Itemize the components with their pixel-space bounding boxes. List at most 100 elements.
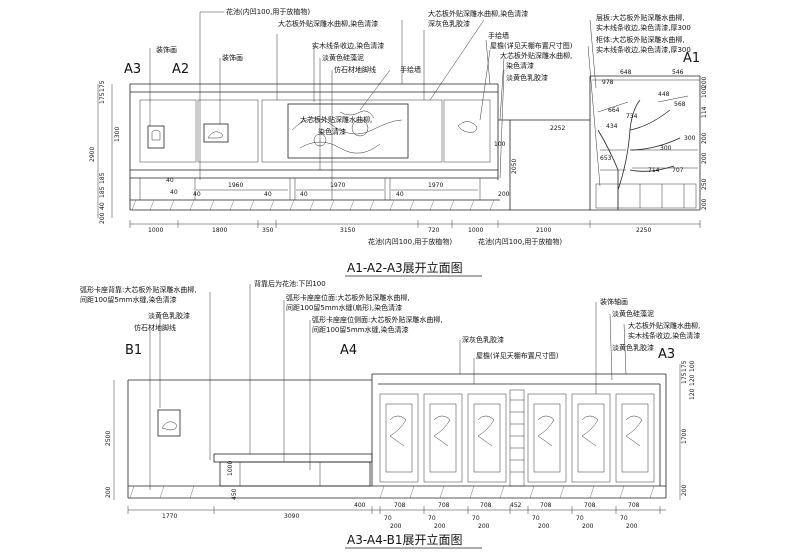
note-diatom-mud-b: 淡黄色硅藻泥: [612, 309, 654, 318]
dim-sub-10: 200: [582, 523, 594, 530]
dim-shelf-200c: 200: [701, 152, 708, 164]
dim-bottom-lower-8: 708: [540, 502, 552, 509]
dim-left-3: 1300: [114, 127, 121, 142]
dim-shelf-200a: 200: [701, 76, 708, 88]
dim-left-7: 40: [99, 202, 106, 210]
dim-left-6: 185: [99, 186, 106, 198]
dim-shelf-648: 648: [620, 69, 632, 76]
left-dimension-chain: 175 175 1300 2900 185 185 40 200: [89, 80, 121, 224]
inner-dimensions: 1960 1970 1970 40 40 40 40 40 40 200 100…: [166, 125, 565, 198]
dim-shelf-300a: 300: [660, 145, 672, 152]
dim-bottom-1: 1000: [148, 227, 163, 234]
note-clear-lacquer-c: 染色清漆: [506, 61, 534, 70]
dim-sub-1: 70: [384, 515, 392, 522]
wall-outline-lower: [127, 373, 667, 499]
bottom-elevation: B1 A4 A3: [80, 279, 700, 549]
dim-left-1: 175: [99, 80, 106, 92]
dim-shelf-114: 114: [701, 106, 708, 118]
grid-label-a4: A4: [340, 343, 357, 358]
dim-bottom-5: 720: [428, 227, 440, 234]
dim-sub-3: 70: [428, 515, 436, 522]
shelf-dimensions: 648 546 978 664 568 448 434 734 653 714 …: [592, 69, 708, 210]
dim-inner-40e: 40: [300, 191, 308, 198]
material-notes: 花池(内凹100,用于放植物) 装饰画 装饰画 大芯板外贴深雕水曲柳,染色清漆 …: [156, 7, 691, 246]
grid-label-a2: A2: [172, 62, 189, 77]
dim-shelf-546: 546: [672, 69, 684, 76]
note-stone-baseboard-a: 仿石材地脚线: [334, 65, 376, 74]
dim-inner-lower-450: 450: [231, 488, 238, 500]
note-cabinet-body-1: 柜体:大芯板外贴深雕水曲柳,: [596, 35, 685, 44]
bottom-drawing-title: A3-A4-B1展开立面图: [347, 532, 463, 547]
note-eave-b: 屋檐(详见天棚布置尺寸图): [476, 351, 559, 360]
dim-right-lower-7: 120: [689, 388, 696, 400]
dim-shelf-200d: 200: [701, 198, 708, 210]
dim-bottom-8: 2250: [636, 227, 651, 234]
dim-sub-7: 70: [532, 515, 540, 522]
dim-shelf-978: 978: [602, 79, 614, 86]
dim-bottom-lower-3: 400: [354, 502, 366, 509]
note-shelf-board-2: 实木线条收边,染色清漆,厚300: [596, 23, 691, 32]
dim-bottom-7: 2100: [536, 227, 551, 234]
dim-left-8: 200: [99, 212, 106, 224]
dim-inner-200: 200: [498, 191, 510, 198]
dim-left-lower-2500: 2500: [105, 431, 112, 446]
note-light-yellow-paint-c: 淡黄色乳胶漆: [612, 343, 654, 352]
note-leaders-lower: [149, 284, 627, 490]
right-dimension-chain-lower: 175 175 1700 200 100 120 120: [679, 360, 696, 500]
note-flower-planter-bottom-1: 花池(内凹100,用于放植物): [368, 237, 452, 246]
note-seat-side-1: 弧形卡座座位侧面:大芯板外贴深雕水曲柳,: [312, 315, 443, 324]
dim-bottom-lower-2: 3090: [284, 513, 299, 520]
note-light-yellow-paint-a: 淡黄色乳胶漆: [506, 73, 548, 82]
dim-bottom-3: 350: [262, 227, 274, 234]
dim-inner-2252: 2252: [550, 125, 565, 132]
grid-label-b1: B1: [125, 343, 142, 358]
dim-sub-5: 70: [472, 515, 480, 522]
left-dimension-chain-lower: 2500 200: [105, 380, 115, 500]
decorative-painting-2: [203, 123, 229, 143]
dim-shelf-714: 714: [648, 167, 660, 174]
note-cabinet-body-2: 实木线条收边,染色清漆,厚300: [596, 45, 691, 54]
note-dark-grey-paint-b: 深灰色乳胶漆: [462, 335, 504, 344]
dim-right-lower-4: 200: [681, 484, 688, 496]
dim-right-lower-1: 175: [681, 360, 688, 372]
note-panel-veneer-d: 大芯板外贴深雕水曲柳,: [300, 115, 372, 124]
dim-inner-1960: 1960: [228, 182, 243, 189]
dim-bottom-lower-4: 708: [394, 502, 406, 509]
dim-bottom-lower-9: 708: [584, 502, 596, 509]
dim-shelf-664: 664: [608, 107, 620, 114]
grid-label-a3-lower: A3: [658, 347, 675, 362]
dim-inner-40c: 40: [193, 191, 201, 198]
dim-shelf-653: 653: [600, 155, 612, 162]
dim-inner-100: 100: [494, 141, 506, 148]
dim-inner-2050: 2050: [511, 159, 518, 174]
dim-right-lower-6: 120: [689, 374, 696, 386]
dim-bottom-2: 1800: [212, 227, 227, 234]
note-eave: 屋檐(详见天棚布置尺寸图): [490, 41, 573, 50]
note-clear-lacquer-d: 染色清漆: [318, 127, 346, 136]
dim-bottom-lower-7: 452: [510, 502, 522, 509]
dim-shelf-568: 568: [674, 101, 686, 108]
baseboard-hatch-lower: [129, 485, 655, 499]
dim-bottom-6: 1000: [468, 227, 483, 234]
note-booth-back-2: 间距100留5mm水缝,染色清漆: [80, 295, 177, 304]
note-light-yellow-paint-b: 淡黄色乳胶漆: [148, 311, 190, 320]
dim-inner-1970a: 1970: [330, 182, 345, 189]
dim-shelf-100: 100: [701, 86, 708, 98]
dim-shelf-734: 734: [626, 113, 638, 120]
dim-inner-40a: 40: [166, 177, 174, 184]
dim-shelf-448: 448: [658, 91, 670, 98]
bottom-dimension-chain-lower: 1770 3090 400 708 708 708 452 708 708 70…: [127, 502, 666, 530]
note-solid-wood-trim-e: 实木线条收边,染色清漆: [628, 331, 700, 340]
dim-right-lower-2: 175: [681, 372, 688, 384]
hand-painted-wall-small: [457, 121, 478, 133]
dim-bottom-lower-1: 1770: [162, 513, 177, 520]
note-dark-grey-paint: 深灰色乳胶漆: [428, 19, 470, 28]
note-panel-veneer-c: 大芯板外贴深雕水曲柳,: [500, 51, 572, 60]
note-flower-planter-bottom-2: 花池(内凹100,用于放植物): [478, 237, 562, 246]
note-stone-baseboard-b: 仿石材地脚线: [134, 323, 176, 332]
tree-shelf: [595, 95, 698, 210]
dim-shelf-300b: 300: [684, 135, 696, 142]
dim-right-lower-5: 100: [689, 360, 696, 372]
note-decorative-painting-2: 装饰画: [222, 53, 243, 62]
